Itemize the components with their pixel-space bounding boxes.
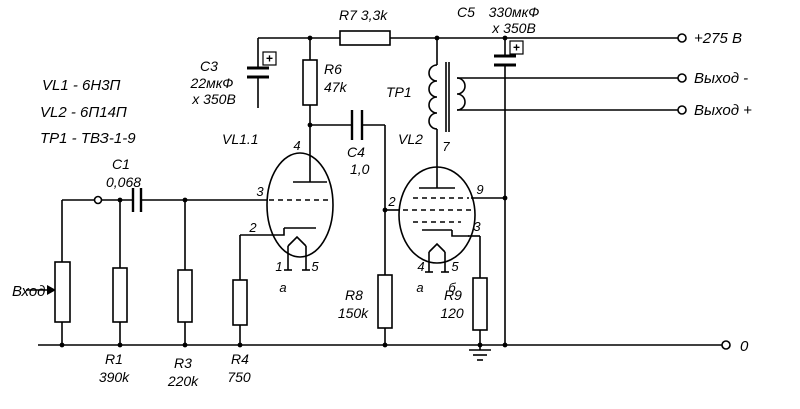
label-c4-name: C4 bbox=[347, 144, 365, 160]
c3-plus-sign: + bbox=[266, 52, 273, 66]
label-r1-name: R1 bbox=[105, 351, 123, 367]
label-vl11: VL1.1 bbox=[222, 131, 259, 147]
resistors bbox=[54, 30, 488, 331]
label-r3-value: 220k bbox=[167, 373, 199, 389]
label-c5-name: C5 bbox=[457, 4, 475, 20]
resistor-r8 bbox=[377, 274, 393, 329]
c5-polarity-box bbox=[509, 40, 524, 55]
vl1-pin-anode: 4 bbox=[293, 138, 300, 153]
label-r8-name: R8 bbox=[345, 287, 363, 303]
vl2-pin-ha: а bbox=[416, 280, 423, 295]
tube-vl1-1 bbox=[266, 152, 334, 271]
tr1-secondary-winding bbox=[456, 77, 466, 111]
terminal-zero bbox=[721, 340, 731, 350]
label-input: Вход bbox=[12, 283, 45, 300]
tube-vl2 bbox=[398, 166, 476, 273]
legend-tr1: ТР1 - ТВЗ-1-9 bbox=[40, 130, 136, 147]
label-r1-value: 390k bbox=[99, 369, 130, 385]
label-r3-name: R3 bbox=[174, 355, 192, 371]
legend-vl1: VL1 - 6Н3П bbox=[42, 77, 121, 94]
terminal-out-plus bbox=[677, 105, 687, 115]
vl2-pin-h1: 4 bbox=[417, 259, 424, 274]
capacitors bbox=[131, 40, 524, 212]
label-c5-value: 330мкФ bbox=[489, 4, 540, 20]
label-c4-value: 1,0 bbox=[350, 161, 370, 177]
vl1-pin-grid: 3 bbox=[256, 184, 264, 199]
label-r9-value: 120 bbox=[440, 305, 464, 321]
label-r7: R7 3,3k bbox=[339, 7, 388, 23]
vl1-pin-h1: 1 bbox=[275, 259, 282, 274]
label-r8-value: 150k bbox=[338, 305, 369, 321]
vl2-pin-h2: 5 bbox=[451, 259, 459, 274]
vl1-heater bbox=[287, 235, 307, 247]
vl2-pin-hb: б bbox=[448, 280, 456, 295]
input-node-terminal bbox=[93, 195, 103, 205]
resistor-r1 bbox=[112, 267, 128, 323]
label-out-minus: Выход - bbox=[694, 70, 748, 87]
resistor-r9 bbox=[472, 277, 488, 331]
c5-plus-sign: + bbox=[513, 41, 520, 55]
vl1-pin-h2: 5 bbox=[311, 259, 319, 274]
vl2-pin-anode: 7 bbox=[442, 139, 450, 154]
label-c3-voltage: х 350В bbox=[191, 91, 236, 107]
resistor-r4 bbox=[232, 279, 248, 326]
vl1-pin-cathode: 2 bbox=[248, 220, 257, 235]
label-c1-name: C1 bbox=[112, 156, 130, 172]
vl2-pin-screen: 9 bbox=[476, 182, 483, 197]
resistor-r6 bbox=[302, 59, 318, 106]
label-r4-name: R4 bbox=[231, 351, 249, 367]
label-vl2: VL2 bbox=[398, 131, 423, 147]
label-zero: 0 bbox=[740, 338, 749, 355]
vl2-pin-grid: 2 bbox=[387, 194, 396, 209]
potentiometer-body bbox=[54, 261, 71, 323]
label-c3-value: 22мкФ bbox=[190, 75, 234, 91]
vl2-pin-cathode: 3 bbox=[473, 219, 481, 234]
transformer-tr1 bbox=[428, 62, 466, 132]
vl2-heater bbox=[428, 242, 446, 253]
vl2-envelope bbox=[398, 166, 476, 264]
input-wiper-arrow bbox=[47, 285, 56, 295]
legend-vl2: VL2 - 6П14П bbox=[40, 104, 127, 121]
label-plus275: +275 В bbox=[694, 30, 742, 47]
label-r6-name: R6 bbox=[324, 61, 342, 77]
c3-polarity-box bbox=[262, 51, 277, 66]
label-out-plus: Выход + bbox=[694, 102, 752, 119]
terminal-plus275 bbox=[677, 33, 687, 43]
resistor-r7 bbox=[339, 30, 391, 46]
label-r6-value: 47k bbox=[324, 79, 348, 95]
vl1-pin-ha: а bbox=[279, 280, 286, 295]
label-c1-value: 0,068 bbox=[106, 174, 141, 190]
junction-dots bbox=[59, 35, 508, 348]
terminals bbox=[93, 33, 731, 350]
label-r9-name: R9 bbox=[444, 287, 462, 303]
label-c5-voltage: х 350В bbox=[491, 20, 536, 36]
label-tr1: ТР1 bbox=[386, 84, 412, 100]
tr1-primary-winding bbox=[428, 64, 438, 130]
label-c3-name: C3 bbox=[200, 58, 218, 74]
resistor-r3 bbox=[177, 269, 193, 323]
label-r4-value: 750 bbox=[227, 369, 251, 385]
terminal-out-minus bbox=[677, 73, 687, 83]
wires bbox=[26, 37, 722, 346]
vl1-envelope bbox=[266, 152, 334, 258]
